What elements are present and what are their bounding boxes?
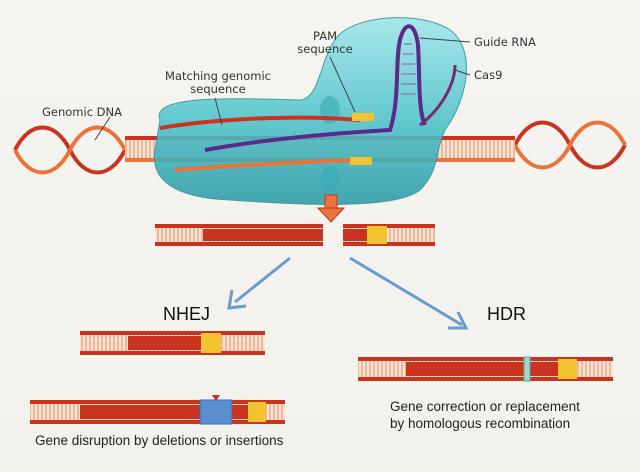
- pam-label-line1: PAM: [313, 29, 337, 43]
- cut-arrow: [316, 194, 346, 223]
- hdr-repaired-dna: [358, 356, 613, 382]
- pam-label-line2: sequence: [297, 42, 353, 56]
- cut-dna: [155, 224, 435, 246]
- matching-label-line1: Matching genomic: [165, 69, 271, 83]
- matching-sequence-label: Matching genomic sequence: [148, 70, 288, 96]
- guide-rna-label: Guide RNA: [474, 35, 536, 49]
- nhej-insertion-dna: [30, 395, 285, 425]
- pam-sequence-label: PAM sequence: [285, 30, 365, 56]
- matching-label-line2: sequence: [190, 82, 246, 96]
- target-dna: [159, 113, 374, 172]
- genomic-dna-label: Genomic DNA: [42, 105, 123, 119]
- hdr-caption-line2: by homologous recombination: [390, 416, 571, 431]
- nhej-caption: Gene disruption by deletions or insertio…: [35, 433, 284, 448]
- guide-rna: [204, 24, 457, 152]
- nhej-repaired-dna: [80, 331, 265, 355]
- hdr-title: HDR: [487, 304, 526, 324]
- hdr-caption: Gene correction or replacement by homolo…: [390, 398, 580, 432]
- pathway-arrows: [227, 256, 469, 330]
- leader-lines: [94, 37, 471, 141]
- cas9-label: Cas9: [474, 68, 503, 82]
- hdr-caption-line1: Gene correction or replacement: [390, 399, 580, 414]
- nhej-title: NHEJ: [163, 304, 211, 324]
